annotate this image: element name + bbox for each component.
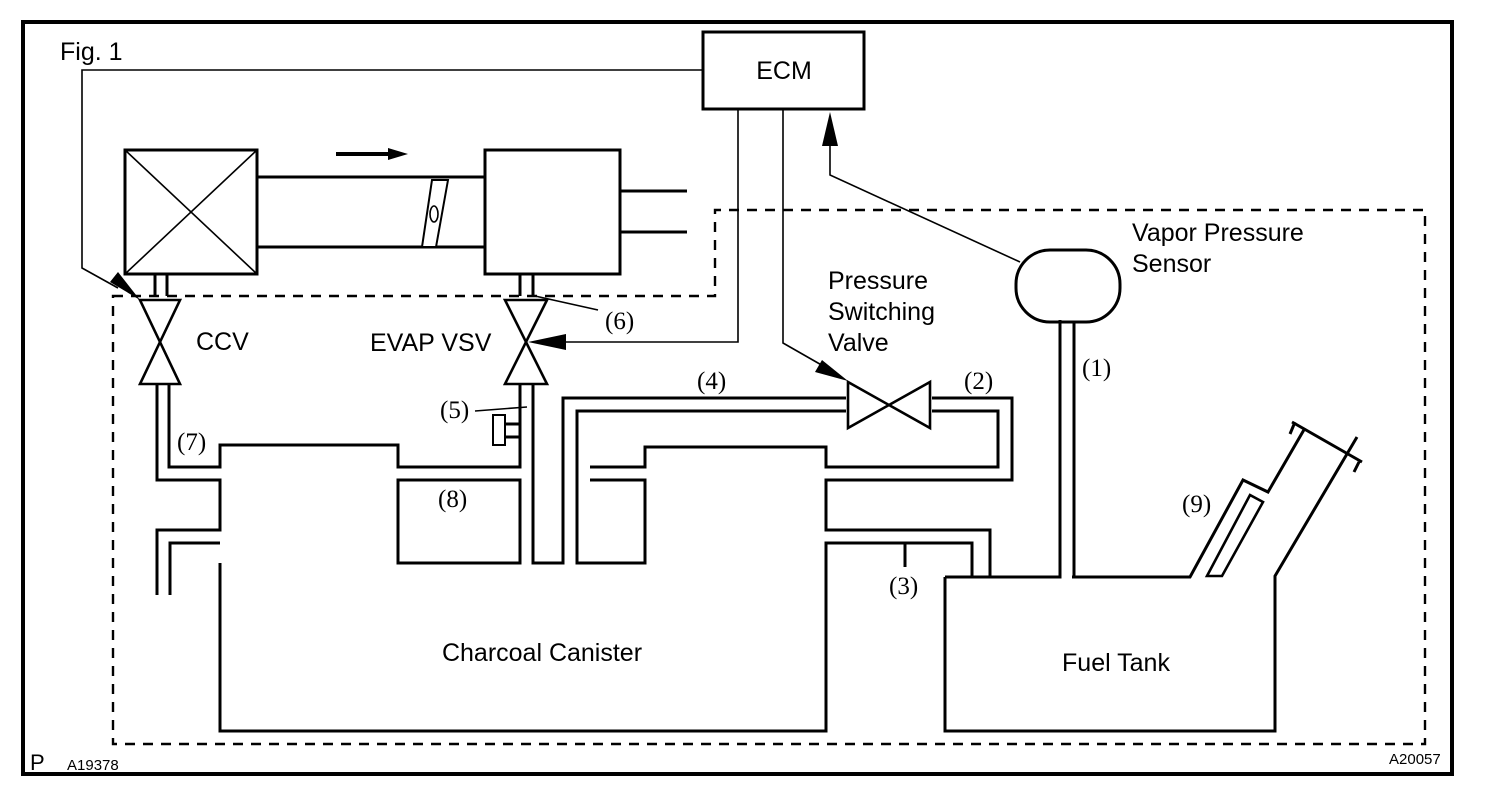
ecm-to-psv-wire [782,109,826,368]
ecm-input-arrow-icon [822,112,838,146]
ccv-pipe-outer [155,384,222,595]
evap-system-boundary [111,208,1427,746]
ecm-to-evap-vsv-wire [560,109,739,343]
figure-frame [21,20,1454,776]
ecm-to-ccv-wire [81,69,703,289]
intake-manifold [483,148,622,276]
vapor-pressure-sensor [1014,248,1122,324]
filler-cap [1288,420,1363,473]
callout-7: (7) [177,429,206,456]
sensor-to-ecm-wire [829,140,1021,263]
pipe-2-outer [824,320,1062,579]
canister-chamber-8 [396,478,522,565]
fuel-filler-neck [1072,427,1307,579]
ccv-valve-bottom [137,338,183,386]
evap-vsv-label: EVAP VSV [370,329,492,357]
callout-1: (1) [1082,355,1111,382]
callout-5: (5) [440,397,469,424]
evap-vsv-valve-bottom [502,339,550,386]
psv-label-line2: Switching [828,298,935,326]
ccv-evap-pipe-inner [167,384,522,469]
callout-8: (8) [438,486,467,513]
charcoal-canister-body [218,541,974,733]
ccv-label: CCV [196,328,249,356]
ccv-valve-top [137,298,183,346]
corner-letter: P [30,750,45,775]
fuel-tank-label: Fuel Tank [1062,649,1170,677]
psv-label-line1: Pressure [828,267,928,295]
psv-valve-left [846,379,892,431]
evap-vsv-signal-arrow-icon [528,334,566,350]
figure-code-right: A20057 [1389,751,1441,768]
callout-6: (6) [605,308,634,335]
psv-signal-arrow-icon [815,360,848,381]
callout-9: (9) [1182,491,1211,518]
callout-4: (4) [697,368,726,395]
vapor-sensor-label-line2: Sensor [1132,250,1211,278]
charcoal-canister-label: Charcoal Canister [442,639,642,667]
pipe-4-inner [575,409,846,565]
throttle-valve [420,179,450,248]
vapor-sensor-label-line1: Vapor Pressure [1132,219,1304,247]
psv-label-line3: Valve [828,329,889,357]
purge-pipe [531,384,846,565]
pipe-2-inner [590,409,1000,469]
figure-title: Fig. 1 [60,38,123,66]
air-cleaner [123,148,259,276]
ecm-label: ECM [756,57,812,85]
callout-2: (2) [964,368,993,395]
filler-inner-pipe-9 [1204,493,1265,578]
airflow-arrow-icon [388,148,408,160]
ccv-signal-arrow-icon [110,272,140,300]
psv-valve-right [886,379,932,431]
fuel-tank-body [943,436,1359,733]
figure-code-left: A19378 [67,757,119,774]
callout-3: (3) [889,573,918,600]
evap-vsv-valve-top [502,298,550,345]
purge-port-5 [492,414,506,446]
